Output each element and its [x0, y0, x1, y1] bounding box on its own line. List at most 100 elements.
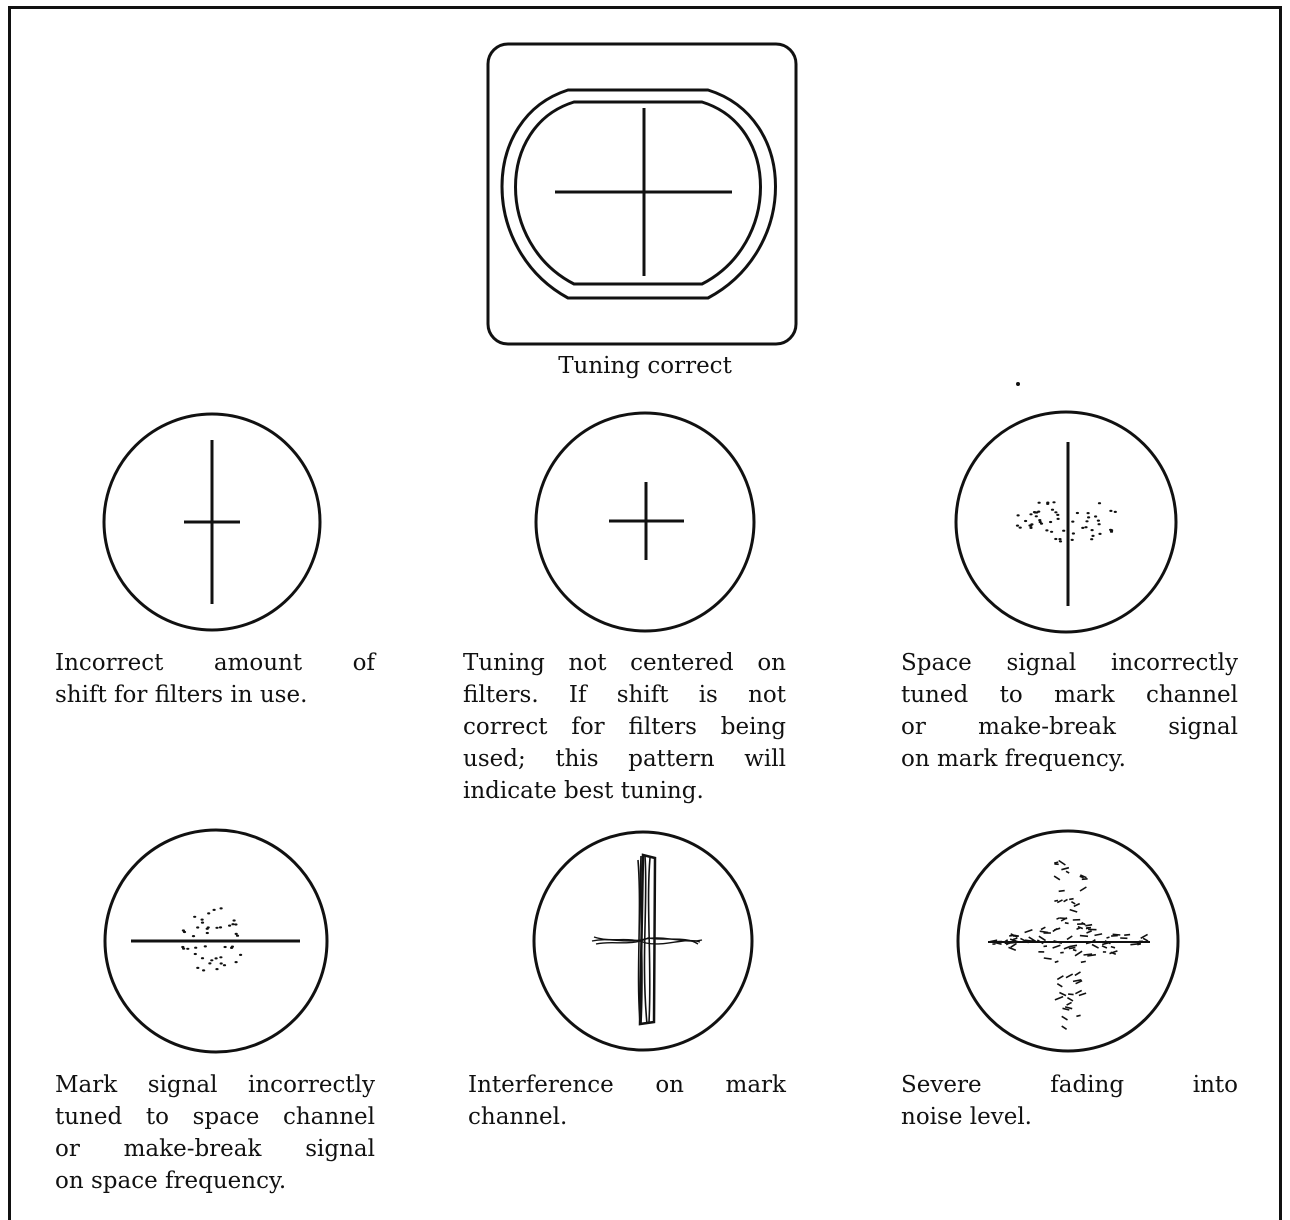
noise-dot	[1098, 523, 1101, 525]
noise-dot	[215, 927, 218, 929]
noise-dash	[1068, 994, 1074, 995]
noise-dash	[1059, 993, 1066, 996]
noise-dot	[1085, 520, 1088, 522]
noise-dash	[1080, 936, 1088, 937]
noise-dash	[1086, 928, 1089, 929]
noise-dot	[235, 933, 238, 935]
noise-dot	[1046, 502, 1049, 504]
noise-dash	[1087, 931, 1092, 933]
noise-dot	[1090, 538, 1093, 540]
noise-dash	[1062, 1016, 1068, 1020]
noise-dot	[1097, 520, 1100, 522]
noise-dot	[1049, 521, 1052, 523]
noise-dot	[204, 945, 207, 947]
noise-dot	[1035, 515, 1038, 517]
caption-line: on space frequency.	[55, 1165, 375, 1197]
noise-dot	[1017, 514, 1020, 516]
noise-dot	[206, 932, 209, 934]
noise-dash	[1055, 961, 1059, 962]
noise-dot	[202, 969, 205, 971]
caption-line: shift for filters in use.	[55, 679, 375, 711]
noise-dash	[1102, 946, 1107, 948]
noise-dot	[223, 964, 226, 966]
caption-line: Interference on mark	[468, 1069, 786, 1101]
scope-not-centered	[536, 413, 754, 631]
noise-dash	[1076, 1015, 1080, 1016]
noise-dot	[186, 948, 189, 950]
noise-dash	[1070, 945, 1078, 946]
noise-dash	[1111, 952, 1116, 954]
noise-dash	[1009, 935, 1013, 936]
noise-dash	[1137, 944, 1141, 945]
noise-dash	[1075, 951, 1082, 956]
noise-dot	[1098, 533, 1101, 535]
noise-dot	[193, 916, 196, 918]
noise-dots	[181, 907, 242, 971]
noise-dot	[1054, 511, 1057, 513]
noise-dot	[1071, 539, 1074, 541]
noise-dot	[208, 962, 211, 964]
noise-dashes	[990, 861, 1148, 1030]
noise-dot	[181, 946, 184, 948]
noise-dot	[1114, 511, 1117, 513]
caption-tuning-correct: Tuning correct	[0, 350, 1290, 382]
noise-dot	[224, 946, 227, 948]
noise-dot	[1024, 520, 1027, 522]
noise-dash	[1124, 935, 1130, 936]
noise-dot	[1057, 518, 1060, 520]
noise-dot	[192, 935, 195, 937]
noise-dash	[1057, 900, 1062, 903]
noise-dot	[1091, 529, 1094, 531]
noise-dot	[219, 956, 222, 958]
caption-line: Mark signal incorrectly	[55, 1069, 375, 1101]
caption-line: channel.	[468, 1101, 786, 1133]
noise-dash	[1082, 879, 1088, 880]
noise-dot	[201, 922, 204, 924]
caption-line: noise level.	[901, 1101, 1238, 1133]
noise-dot	[182, 929, 185, 931]
noise-dash	[1111, 947, 1115, 948]
noise-dot	[1058, 538, 1061, 540]
noise-dash	[1053, 945, 1061, 948]
noise-dash	[1008, 943, 1015, 944]
noise-dot	[1091, 535, 1094, 537]
noise-dash	[1025, 930, 1033, 933]
caption-line: on mark frequency.	[901, 743, 1238, 775]
noise-dot	[1052, 501, 1055, 503]
noise-dot	[1059, 540, 1062, 542]
noise-dash	[1069, 948, 1076, 949]
noise-dot	[1071, 521, 1074, 523]
noise-dash	[1044, 958, 1052, 959]
noise-dash	[1062, 1026, 1067, 1029]
caption-line: tuned to mark channel	[901, 679, 1238, 711]
noise-dash	[1059, 861, 1066, 866]
noise-dash	[1055, 997, 1063, 1000]
noise-dot	[235, 961, 238, 963]
noise-dash	[1041, 927, 1045, 929]
caption-line: indicate best tuning.	[463, 775, 786, 807]
caption-line: Tuning not centered on	[463, 647, 786, 679]
caption-line: tuned to space channel	[55, 1101, 375, 1133]
noise-dash	[1067, 998, 1073, 1001]
noise-dot	[1030, 523, 1033, 525]
noise-dash	[1075, 990, 1081, 993]
noise-dot	[1029, 513, 1032, 515]
noise-dot	[207, 926, 210, 928]
noise-dash	[1064, 947, 1070, 949]
noise-dot	[201, 957, 204, 959]
speck	[1016, 382, 1020, 386]
noise-dash	[1107, 937, 1110, 938]
noise-dot	[1029, 527, 1032, 529]
noise-dash	[1025, 940, 1033, 941]
noise-dash	[1066, 974, 1073, 978]
noise-dash	[1061, 868, 1069, 870]
noise-dash	[1071, 902, 1075, 904]
noise-dash	[1069, 899, 1073, 900]
noise-dot	[1110, 531, 1113, 533]
noise-dot	[234, 923, 237, 925]
noise-dot	[220, 962, 223, 964]
